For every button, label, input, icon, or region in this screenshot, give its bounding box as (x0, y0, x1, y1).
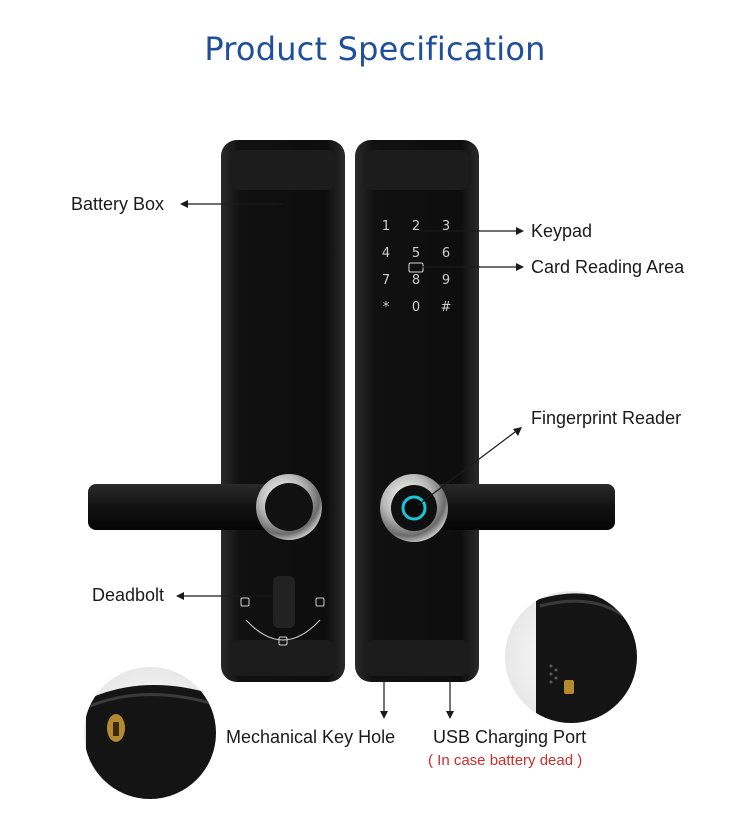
usb-note-label: ( In case battery dead ) (428, 752, 583, 769)
fingerprint-reader-label: Fingerprint Reader (531, 408, 682, 428)
key-1[interactable]: 1 (381, 219, 391, 234)
card-reading-area-label: Card Reading Area (531, 257, 685, 277)
mechanical-key-hole-label: Mechanical Key Hole (226, 727, 396, 747)
keypad-label: Keypad (531, 221, 593, 241)
keyhole-closeup (84, 667, 216, 799)
usb-port-closeup (505, 591, 637, 723)
key-4[interactable]: 4 (381, 246, 391, 261)
key-8[interactable]: 8 (411, 273, 421, 288)
callout-lines (176, 200, 524, 719)
key-7[interactable]: 7 (381, 273, 391, 288)
key-star[interactable]: * (382, 300, 390, 315)
deadbolt-label: Deadbolt (92, 585, 165, 605)
page-title: Product Specification (204, 30, 546, 68)
key-2[interactable]: 2 (411, 219, 421, 234)
key-6[interactable]: 6 (441, 246, 451, 261)
inner-panel (88, 140, 345, 682)
usb-charging-port-label: USB Charging Port (433, 727, 587, 747)
key-0[interactable]: 0 (411, 300, 421, 315)
key-hash[interactable]: # (440, 300, 452, 315)
battery-box-label: Battery Box (71, 194, 165, 214)
key-3[interactable]: 3 (441, 219, 451, 234)
key-5[interactable]: 5 (411, 246, 421, 261)
key-9[interactable]: 9 (441, 273, 451, 288)
outer-panel (355, 140, 615, 682)
